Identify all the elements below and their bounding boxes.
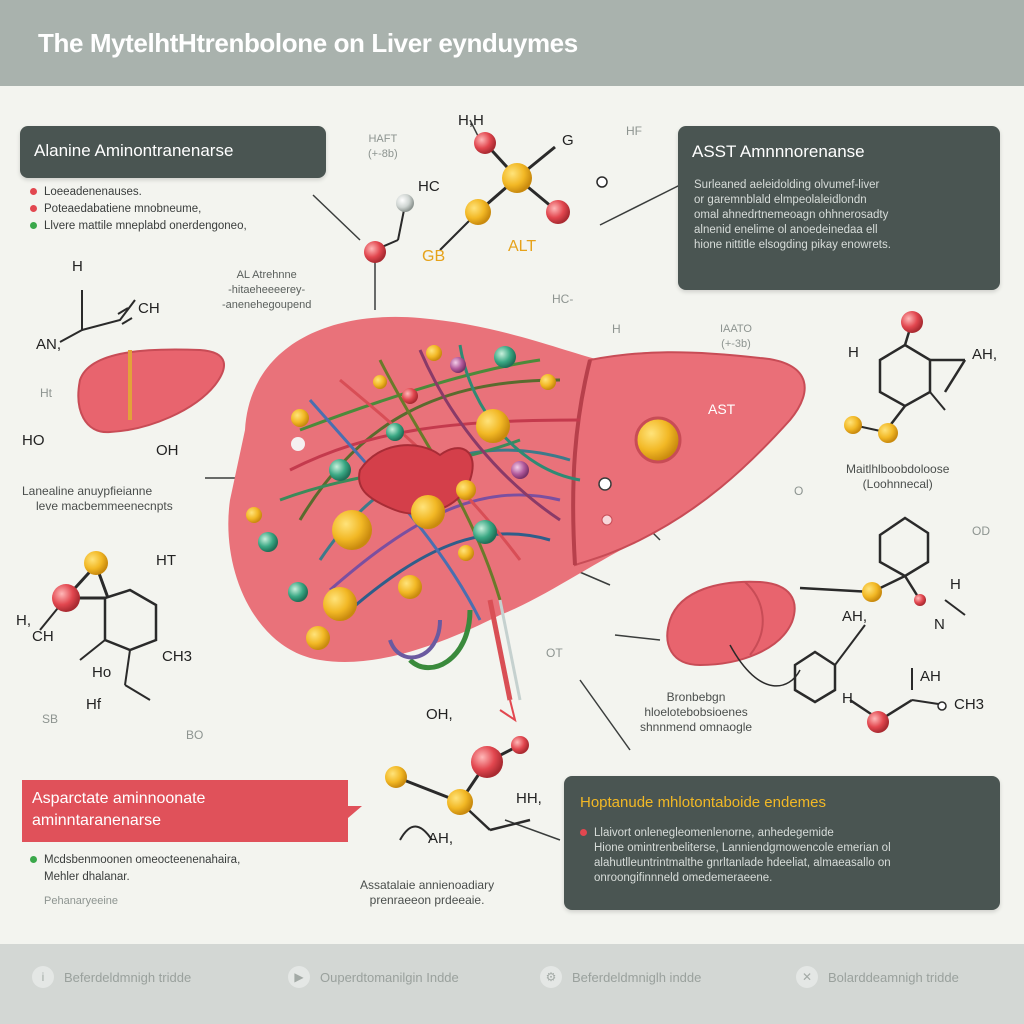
- asp-panel: Asparctate aminnoonate aminntaranenarse: [32, 788, 205, 832]
- header-bar: The MytelhtHtrenbolone on Liver eynduyme…: [0, 0, 1024, 86]
- alt-bullet-3: Llvere mattile mneplabd onerdengoneo,: [30, 218, 247, 235]
- chem-ho: HO: [22, 432, 45, 449]
- chem-h-left: H,: [16, 612, 31, 629]
- info-icon: i: [32, 966, 54, 988]
- close-icon: ✕: [796, 966, 818, 988]
- chem-hf2: Hf: [86, 696, 101, 713]
- right-molecule-1: [844, 311, 967, 443]
- hep-bullet-4: onroongifinnneld omedemeraeene.: [594, 872, 773, 884]
- alt-bullet-2: Poteaedabatiene mnobneume,: [30, 201, 247, 218]
- haft-label: HAFT(+-8b): [368, 133, 398, 160]
- hep-panel: Hoptanude mhlotontaboide endemes Llaivor…: [564, 776, 1000, 910]
- chem-h-top: H: [72, 258, 83, 275]
- asp-note: Pehanaryeeine: [44, 895, 119, 907]
- chem-ch3b: CH3: [954, 696, 985, 713]
- footer-bar: i Beferdeldmnigh tridde ▶ Ouperdtomanilg…: [0, 944, 1024, 1024]
- chem-ch: CH: [138, 300, 160, 317]
- chem-hc: HC: [418, 178, 440, 195]
- hep-bullet-2: Hione omintrenbeliterse, Lanniendgmowenc…: [594, 842, 891, 854]
- od-label: OD: [972, 524, 990, 538]
- chem-oh: OH: [156, 442, 179, 459]
- chem-an: AN,: [36, 336, 62, 353]
- footer-item-4-label: Bolarddeamnigh tridde: [828, 969, 959, 985]
- alt-panel: Alanine Aminontranenarse: [20, 126, 326, 178]
- iaato-label: IAATO(+-3b): [720, 323, 752, 350]
- asp-panel-shape: [22, 780, 362, 842]
- ast-panel-text: Surleaned aeleidolding olvumef-liver or …: [694, 179, 891, 251]
- diagram-art: [22, 119, 967, 842]
- footer-item-2-label: Ouperdtomanilgin Indde: [320, 969, 459, 985]
- alt-panel-title: Alanine Aminontranenarse: [34, 141, 234, 160]
- asp-bullet-2: Mehler dhalanar.: [44, 871, 130, 883]
- asp-bullet-1: Mcdsbenmoonen omeocteenenahaira,: [30, 852, 240, 869]
- chem-oh2: OH,: [426, 706, 453, 723]
- small-liver-right: [666, 580, 801, 687]
- page-title: The MytelhtHtrenbolone on Liver eynduyme…: [38, 28, 578, 58]
- chem-ch-left: CH: [32, 628, 54, 645]
- footer-item-1[interactable]: i Beferdeldmnigh tridde: [32, 966, 191, 988]
- hep-bullet-3: alahutlleuntrintmalthe gnrltanlade hdeel…: [594, 857, 891, 869]
- chem-h-right: H: [848, 344, 859, 361]
- right-molecule-2: [793, 516, 966, 733]
- footer-item-2[interactable]: ▶ Ouperdtomanilgin Indde: [288, 966, 459, 988]
- footer-item-3[interactable]: ⚙ Beferdeldmniglh indde: [540, 966, 701, 988]
- footer-item-1-label: Beferdeldmnigh tridde: [64, 969, 192, 985]
- chem-h3: H: [950, 576, 961, 593]
- chem-ah-right: AH,: [972, 346, 998, 363]
- chem-ch3: CH3: [162, 648, 193, 665]
- asp-bullets: Mcdsbenmoonen omeocteenenahaira, Mehler …: [30, 852, 240, 886]
- ast-panel: ASST Amnnnorenanse Surleaned aeleidoldin…: [678, 126, 1000, 290]
- aspa-label: Assatalaie annienoadiary prenraeeon prde…: [360, 878, 495, 907]
- ast-panel-title: ASST Amnnnorenanse: [692, 142, 865, 161]
- chem-ht: HT: [156, 552, 176, 569]
- bottom-center-label: Bronbebgn hloelotebobsioenes shnnmend om…: [640, 690, 753, 734]
- al-note: AL Atrehnne -hitaeheeeerey- -anenehegoup…: [222, 269, 312, 311]
- asp-panel-title-1: Asparctate aminnoonate: [32, 790, 206, 807]
- chem-ah-bottom: AH,: [428, 830, 454, 847]
- hf-label: HF: [626, 124, 642, 138]
- chem-h2h: H,H: [458, 112, 484, 129]
- gb-label: GB: [422, 248, 446, 265]
- bottom-molecule: [385, 699, 531, 841]
- main-liver: [228, 316, 806, 701]
- chem-ah2: AH: [920, 668, 941, 685]
- play-icon: ▶: [288, 966, 310, 988]
- hep-panel-text: Llaivort onlenegleomenlenorne, anhedegem…: [580, 826, 891, 886]
- chem-ho2: Ho: [92, 664, 112, 681]
- ht-small-label: Ht: [40, 386, 52, 400]
- h-small-label: H: [612, 322, 621, 336]
- o-label: O: [794, 484, 804, 498]
- chem-ah-lower: AH,: [842, 608, 868, 625]
- top-molecule: [364, 132, 608, 263]
- chem-n: N: [934, 616, 945, 633]
- footer-item-4[interactable]: ✕ Bolarddeamnigh tridde: [796, 966, 959, 988]
- chem-g: G: [562, 132, 574, 149]
- chem-h-bottom: H: [842, 690, 853, 707]
- enzyme-molecules: [246, 345, 682, 650]
- asp-panel-title-2: aminntaranenarse: [32, 812, 161, 829]
- methyl-label: Maitlhlboobdoloose (Loohnnecal): [846, 462, 950, 491]
- left-molecule: [39, 551, 158, 701]
- footer-item-3-label: Beferdeldmniglh indde: [572, 969, 702, 985]
- bo-label: BO: [186, 728, 204, 742]
- settings-icon: ⚙: [540, 966, 562, 988]
- ot-label: OT: [546, 646, 563, 660]
- alt-bullets: Loeeadenenauses. Poteaedabatiene mnobneu…: [30, 184, 247, 235]
- alt-label: ALT: [508, 238, 537, 255]
- hep-bullet-1: Llaivort onlenegleomenlenorne, anhedegem…: [580, 826, 891, 841]
- left-note: Lanealine anuypfieianne leve macbemmeene…: [22, 484, 173, 513]
- sb-label: SB: [42, 712, 59, 726]
- left-structure-1: [59, 290, 136, 343]
- ast-liver-label: AST: [708, 401, 736, 417]
- chem-hh2: HH,: [516, 790, 542, 807]
- hc-label: HC-: [552, 292, 574, 306]
- small-liver-left: [77, 348, 225, 434]
- alt-bullet-1: Loeeadenenauses.: [30, 184, 247, 201]
- hep-panel-title: Hoptanude mhlotontaboide endemes: [580, 794, 827, 811]
